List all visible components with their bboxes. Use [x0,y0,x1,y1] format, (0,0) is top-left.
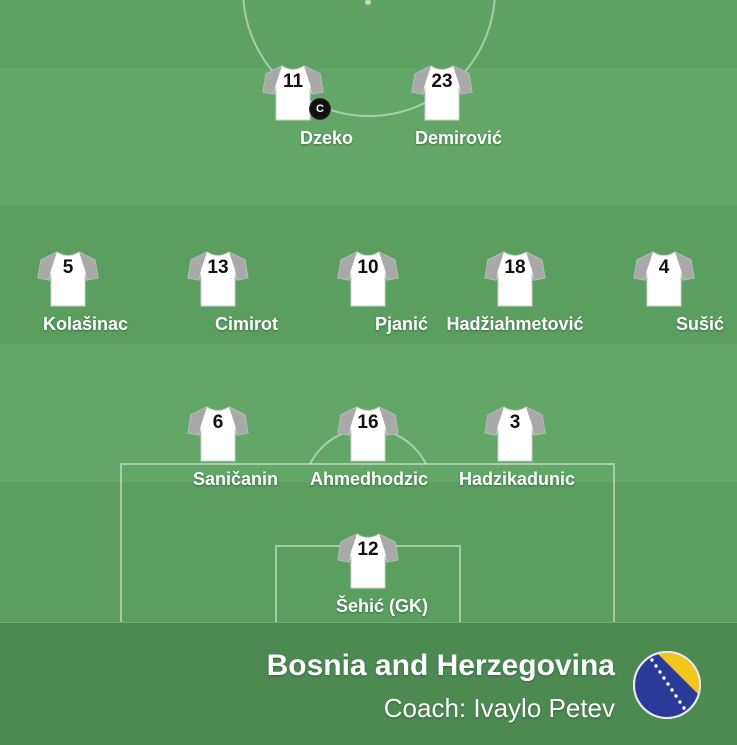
player-name: Demirović [414,128,502,148]
jersey-number: 18 [504,257,526,278]
player-name: Kolašinac [42,314,128,334]
jersey-number: 13 [207,257,229,278]
jersey-icon: 18 [484,250,546,308]
jersey-number: 10 [357,257,379,278]
jersey-icon: 10 [337,250,399,308]
jersey-icon: 23 [411,64,473,122]
jersey-icon: 4 [633,250,695,308]
team-name: Bosnia and Herzegovina [266,649,615,682]
jersey-number: 5 [62,257,74,278]
coach-name: Coach: Ivaylo Petev [383,693,615,723]
player-name: Pjanić [374,314,428,334]
captain-badge: C [309,98,331,120]
player-name: Dzeko [299,128,353,148]
jersey-icon: 3 [484,405,546,463]
penalty-area [120,463,615,622]
player-name: Saničanin [192,469,278,489]
jersey-number: 6 [212,412,224,433]
bosnia-flag-icon [633,651,701,719]
jersey-icon: 12 [337,532,399,590]
center-circle [242,0,496,117]
jersey-number: 3 [509,412,521,433]
team-info-bar: Bosnia and Herzegovina Coach: Ivaylo Pet… [0,622,737,745]
pitch-stripe [0,68,737,206]
jersey-number: 12 [357,539,379,560]
jersey-number: 23 [431,71,453,92]
pitch-stripe [0,0,737,68]
player-name: Ahmedhodzic [309,469,428,489]
jersey-number: 4 [658,257,670,278]
player-name: Sušić [675,314,724,334]
player-name: Cimirot [215,314,278,334]
jersey-number: 16 [357,412,379,433]
player-name: Hadžiahmetović [446,314,584,334]
player-name: Šehić (GK) [335,596,428,616]
player-name: Hadzikadunic [458,469,575,489]
jersey-icon: 13 [187,250,249,308]
jersey-number: 11 [282,71,304,92]
jersey-icon: 5 [37,250,99,308]
center-spot [365,0,371,5]
jersey-icon: 6 [187,405,249,463]
jersey-icon: 16 [337,405,399,463]
